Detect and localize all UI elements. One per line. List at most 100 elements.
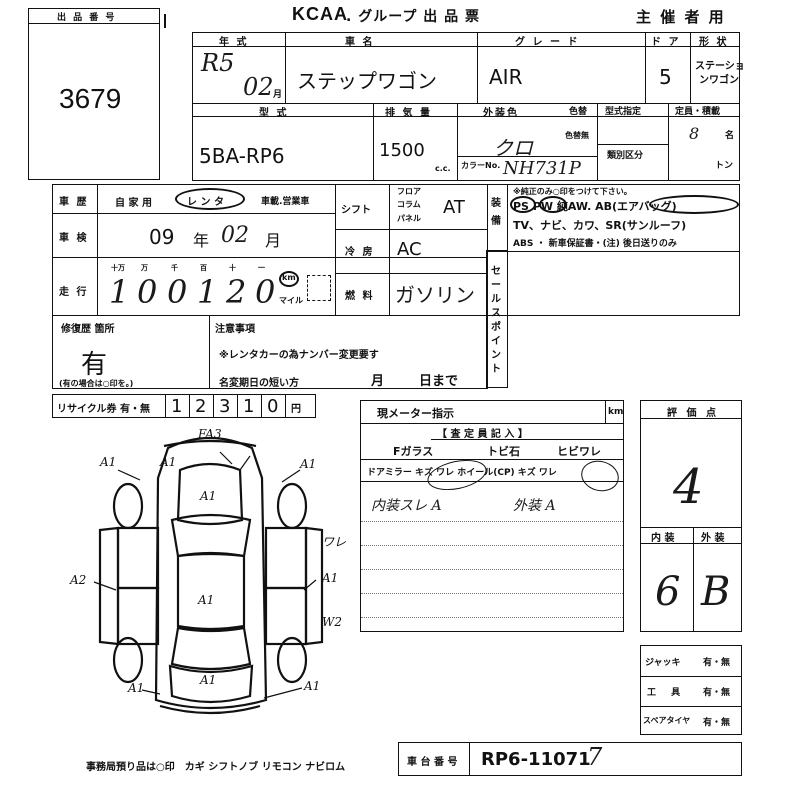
org-logo: KCAA	[292, 4, 348, 24]
right-front-door	[264, 526, 308, 590]
damage-mark-front-bumper: FA3	[197, 427, 222, 441]
organizer-label: 主 催 者 用	[636, 8, 726, 26]
sale-point-label: セールスポイント	[491, 266, 501, 375]
chassis-number-suffix: 7	[587, 743, 603, 771]
interior-score: 6	[655, 569, 681, 615]
equipment-note: ※純正のみ○印をつけて下さい。	[513, 187, 632, 196]
mile-label: マイル	[279, 296, 303, 305]
damage-mark-trunk: A1	[199, 673, 216, 687]
km-circle	[279, 271, 299, 287]
grade-label: グ レ ー ド	[515, 37, 580, 48]
car-rear-glass	[170, 626, 252, 671]
km-label: km	[282, 273, 296, 282]
mirror-wheel-line: ドアミラー キズ ワレ ホイール(CP) キズ ワレ	[367, 468, 557, 478]
capacity-label: 定員・積載	[675, 107, 721, 117]
notes-day-unit: 日まで	[419, 374, 459, 389]
sale-point-column: セールスポイント	[486, 250, 508, 388]
history-business: 車載.営業車	[261, 197, 310, 207]
form-title: . グループ 出 品 票	[346, 9, 480, 25]
model-label: 型 式	[259, 108, 289, 119]
left-front-door	[116, 526, 160, 590]
repair-label: 修復歴 箇所	[61, 324, 115, 335]
year-month-unit: 月	[273, 90, 283, 100]
rear-right-wheel	[276, 636, 308, 684]
mileage-digit-1: 0	[137, 273, 158, 311]
score-label: 評 価 点	[667, 408, 719, 419]
recycle-digit-1: 2	[195, 396, 207, 417]
lot-number-label: 出 品 番 号	[57, 13, 117, 23]
damage-mark-right-rear: W2	[322, 615, 342, 629]
damage-mark-front-center-left: A1	[159, 455, 176, 469]
right-rear-door	[264, 586, 308, 646]
model-designation-label: 型式指定	[605, 107, 642, 117]
mileage-header-1: 万	[141, 264, 148, 272]
mileage-label: 走 行	[59, 287, 89, 298]
f-glass-label: Fガラス	[393, 445, 434, 458]
vehicle-row-1: 年 式 車 名 グ レ ー ド ド ア 形 状 R5 02 月 ステップワゴン …	[192, 32, 745, 104]
recycle-digit-3: 1	[243, 396, 255, 417]
ton-unit: トン	[715, 161, 734, 171]
car-name: ステップワゴン	[297, 69, 437, 93]
lot-number-box: 出 品 番 号 3679	[28, 8, 160, 180]
damage-mark-rear-right: A1	[303, 679, 320, 693]
repair-value: 有	[81, 350, 108, 380]
rear-left-wheel	[112, 636, 144, 684]
mileage-digit-4: 2	[226, 273, 247, 311]
capacity-unit: 名	[725, 131, 735, 141]
recycle-digit-4: 0	[267, 396, 279, 417]
mileage-header-4: 十	[229, 264, 236, 272]
classification-label: 類別区分	[607, 151, 644, 161]
vehicle-row-2: 型 式 排 気 量 外装色 色替 型式指定 定員・積載 5BA-RP6 1500…	[192, 103, 740, 181]
ac-label: 冷 房	[345, 247, 375, 258]
shaken-month: 02	[221, 223, 249, 248]
displacement-value: 1500	[379, 140, 425, 161]
recycle-digit-0: 1	[171, 396, 183, 417]
recycle-yen: 円	[291, 404, 301, 415]
damage-mark-front-left: A1	[99, 455, 116, 469]
body-color: クロ	[493, 136, 533, 160]
shift-panel: パネル	[397, 214, 421, 223]
chassis-label: 車 台 番 号	[407, 757, 458, 768]
car-hood	[176, 462, 244, 526]
damage-mark-hood: A1	[199, 489, 216, 503]
mileage-grid: 十万 万 千 百 十 一 1 0 0 1 2 0	[105, 263, 279, 311]
chassis-row: 車 台 番 号 RP6-11071 7	[398, 742, 742, 776]
exterior-note: 外装 A	[513, 498, 556, 514]
mileage-digit-2: 0	[167, 273, 188, 311]
repair-note: (有の場合は○印を。)	[59, 379, 134, 388]
right-outer-panel	[304, 526, 324, 646]
door-label: ド ア	[651, 37, 681, 48]
jack-label: ジャッキ	[645, 658, 681, 668]
tools-yesno: 有・無	[703, 688, 731, 698]
repair-notes-block: 修復歴 箇所 有 (有の場合は○印を。) 注意事項 ※レンタカーの為ナンバー変更…	[52, 315, 488, 389]
office-note: 事務局預り品は○印 カギ シフトノブ リモコン ナビロム	[86, 762, 346, 773]
interior-score-label: 内 装	[651, 533, 675, 544]
mileage-digit-3: 1	[197, 273, 218, 311]
airbag-circle	[649, 195, 739, 214]
color-change-none: 色替無	[565, 131, 589, 140]
damage-mark-roof: A1	[197, 593, 214, 607]
color-change-header: 色替	[569, 107, 588, 117]
year-era: R5	[201, 49, 235, 77]
front-left-wheel	[112, 482, 144, 530]
car-name-label: 車 名	[345, 37, 375, 48]
recycle-label: リサイクル券 有・無	[57, 404, 150, 415]
cc-unit: c.c.	[435, 164, 451, 173]
chassis-number: RP6-11071	[481, 749, 591, 770]
damage-mark-front-right: A1	[299, 457, 316, 471]
meter-label: 現メーター指示	[377, 407, 454, 420]
spare-label: スペアタイヤ	[643, 716, 691, 725]
ac-value: AC	[397, 239, 422, 260]
shift-floor: フロア	[397, 187, 421, 196]
left-rear-door	[116, 586, 160, 646]
main-block: 車 歴 自 家 用 レ ン タ 車載.営業車 車 検 09 年 02 月 走 行…	[52, 184, 740, 316]
score-block: 評 価 点 4 内 装 外 装 6 B	[640, 400, 742, 632]
body-type-line-1: ステーショ	[695, 61, 745, 72]
mileage-header-2: 千	[171, 264, 178, 272]
extras-block: ジャッキ 有・無 工 具 有・無 スペアタイヤ 有・無	[640, 645, 742, 735]
notes-label: 注意事項	[215, 324, 255, 335]
pw-circle	[539, 196, 567, 213]
fuel-value: ガソリン	[395, 283, 475, 307]
exterior-score-label: 外 装	[701, 533, 725, 544]
damage-mark-rear-left: A1	[127, 681, 144, 695]
